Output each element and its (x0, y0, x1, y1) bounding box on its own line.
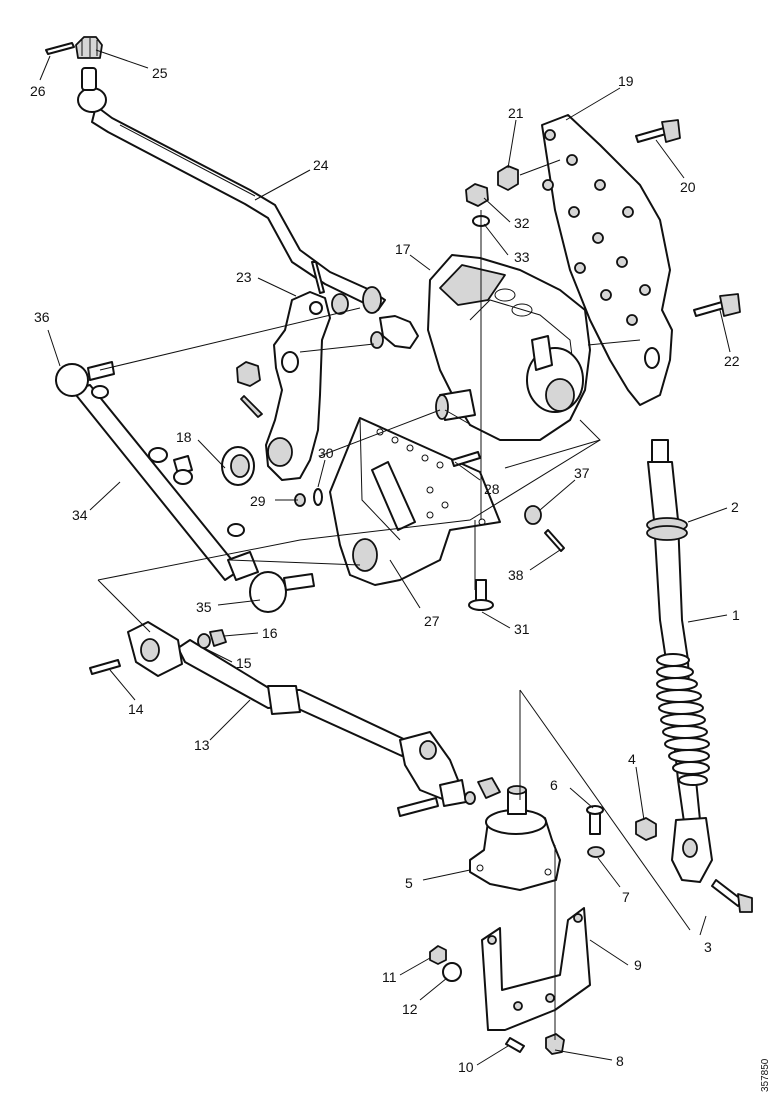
plate-nut (497, 165, 519, 191)
callout-29: 29 (250, 493, 266, 509)
tie-rod-pin (544, 529, 565, 552)
callout-14: 14 (128, 701, 144, 717)
callout-25: 25 (152, 65, 168, 81)
vertical-bolt (468, 579, 494, 611)
gearbox-bracket (481, 907, 591, 1031)
callout-30: 30 (318, 445, 334, 461)
callout-labels: 1 2 3 4 5 6 7 8 9 10 11 12 13 14 15 16 1… (30, 65, 740, 1075)
pitman-arm (265, 261, 331, 481)
callout-27: 27 (424, 613, 440, 629)
callout-15: 15 (236, 655, 252, 671)
callout-20: 20 (680, 179, 696, 195)
callout-28: 28 (484, 481, 500, 497)
callout-38: 38 (508, 567, 524, 583)
callout-leaders (39, 49, 731, 1066)
drawing-number: 357850 (760, 1058, 771, 1092)
callout-4: 4 (628, 751, 636, 767)
callout-2: 2 (731, 499, 739, 515)
small-washers (294, 488, 323, 507)
u-joint-bolt-lower (397, 797, 439, 817)
callout-13: 13 (194, 737, 210, 753)
callout-7: 7 (622, 889, 630, 905)
bearing-nut (221, 446, 255, 486)
callout-36: 36 (34, 309, 50, 325)
callout-1: 1 (732, 607, 740, 623)
u-joint-nut-lower (464, 777, 501, 805)
callout-24: 24 (313, 157, 329, 173)
steering-column (646, 439, 713, 883)
lock-washer (240, 395, 263, 418)
plate-bolt-lower (693, 293, 741, 317)
bracket-nut-lower (545, 1033, 565, 1055)
callout-35: 35 (196, 599, 212, 615)
tie-rod-washer (524, 505, 542, 525)
callout-12: 12 (402, 1001, 418, 1017)
callout-5: 5 (405, 875, 413, 891)
top-nut (465, 183, 489, 207)
callout-8: 8 (616, 1053, 624, 1069)
callout-11: 11 (382, 969, 397, 985)
u-joint-nut-upper (197, 629, 227, 649)
callout-23: 23 (236, 269, 252, 285)
bracket-bolt-lower (505, 1037, 525, 1053)
mounting-bracket (329, 417, 501, 586)
tie-rod (55, 361, 315, 613)
callout-18: 18 (176, 429, 192, 445)
column-bolt (711, 879, 753, 913)
cotter-pin (45, 42, 75, 55)
callout-31: 31 (514, 621, 530, 637)
callout-21: 21 (508, 105, 524, 121)
callout-33: 33 (514, 249, 530, 265)
callout-26: 26 (30, 83, 46, 99)
intermediate-shaft (127, 621, 467, 807)
angle-gearbox (469, 785, 561, 891)
gearbox-bolt (586, 805, 604, 835)
callout-9: 9 (634, 957, 642, 973)
bracket-bolt (451, 451, 481, 467)
callout-32: 32 (514, 215, 530, 231)
callout-37: 37 (574, 465, 590, 481)
adapter-plate (541, 114, 673, 406)
u-joint-bolt-upper (89, 659, 121, 675)
column-nut (635, 817, 657, 841)
callout-17: 17 (395, 241, 411, 257)
gearbox-washer (587, 846, 605, 858)
callout-6: 6 (550, 777, 558, 793)
steering-gearbox (427, 254, 591, 441)
callout-16: 16 (262, 625, 278, 641)
callout-3: 3 (704, 939, 712, 955)
drag-link (77, 67, 419, 349)
pitman-nut (236, 361, 261, 387)
castle-nut (75, 36, 103, 59)
rubber-spacer (442, 962, 462, 982)
rubber-bushes (91, 385, 245, 537)
washer-nut-pair (331, 293, 384, 349)
plate-bolt-upper (635, 119, 681, 143)
callout-34: 34 (72, 507, 88, 523)
small-nut (429, 945, 447, 965)
callout-22: 22 (724, 353, 740, 369)
callout-19: 19 (618, 73, 634, 89)
callout-10: 10 (458, 1059, 474, 1075)
reference-lines (97, 159, 691, 1040)
